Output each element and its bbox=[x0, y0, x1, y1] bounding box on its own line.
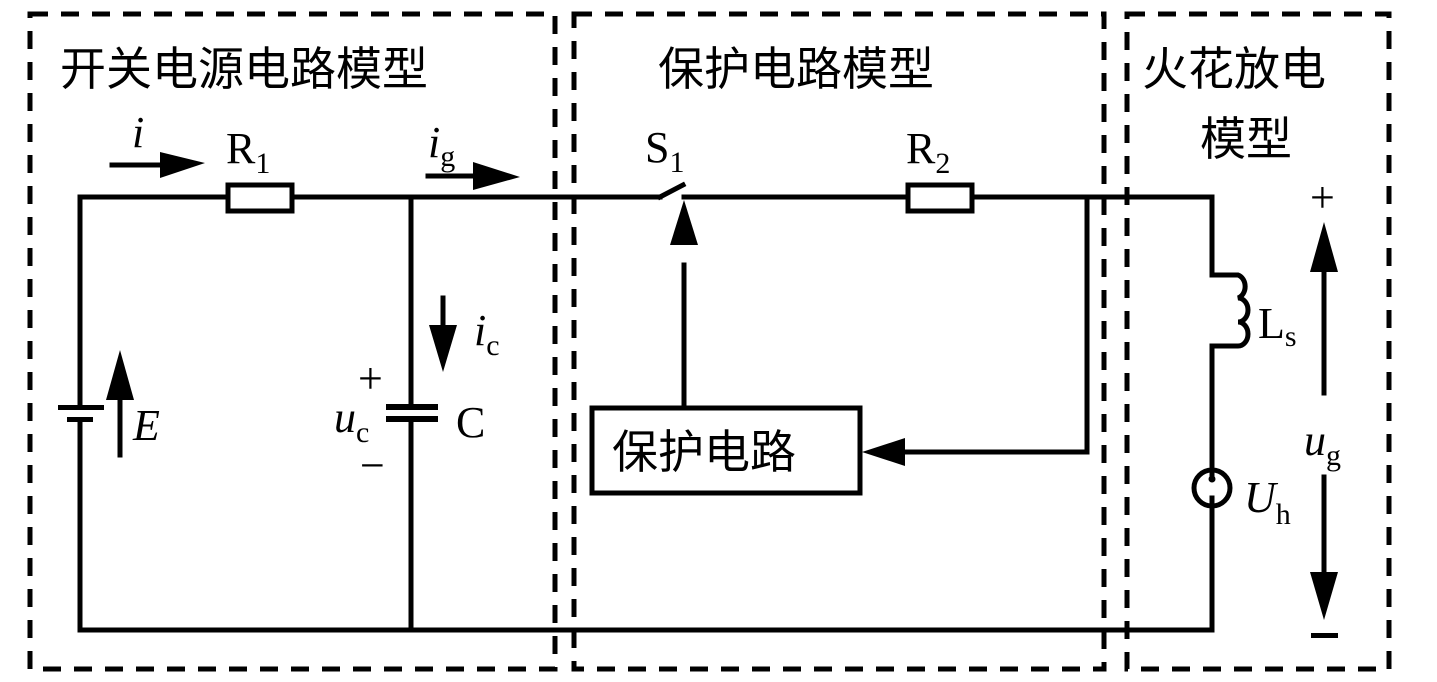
ug-plus-sign: + bbox=[1310, 173, 1335, 222]
switch-S1 bbox=[656, 181, 687, 201]
feedback-arrow-icon bbox=[862, 438, 905, 466]
label-uc: uc bbox=[334, 393, 369, 449]
ug-down-arrow-icon bbox=[1310, 474, 1338, 620]
switch-control-arrow-icon bbox=[670, 200, 698, 245]
battery-source bbox=[56, 401, 104, 423]
wires bbox=[77, 194, 1215, 633]
section-title-protection: 保护电路模型 bbox=[658, 42, 934, 96]
label-ic: ic bbox=[474, 306, 500, 362]
label-S1: S1 bbox=[645, 123, 684, 179]
current-i-arrow-icon bbox=[109, 152, 205, 178]
current-ic-arrow-icon bbox=[429, 295, 457, 372]
voltage-source-Uh bbox=[1191, 467, 1233, 509]
label-ig: ig bbox=[428, 118, 455, 173]
protection-circuit-label: 保护电路 bbox=[612, 425, 796, 479]
current-ig-arrow-icon bbox=[425, 162, 520, 190]
label-C: C bbox=[456, 398, 485, 447]
section-spark-discharge-box bbox=[1124, 11, 1392, 672]
ug-minus-sign bbox=[1311, 633, 1338, 638]
emf-arrow-icon bbox=[106, 350, 134, 458]
protection-circuit-block bbox=[589, 405, 863, 496]
resistor-R1 bbox=[225, 182, 295, 214]
label-R2: R2 bbox=[906, 124, 950, 180]
section-title-spark-line2: 模型 bbox=[1200, 112, 1292, 166]
label-E: E bbox=[132, 401, 160, 450]
label-ug: ug bbox=[1304, 416, 1341, 472]
ug-up-arrow-icon bbox=[1310, 222, 1338, 396]
section-switching-power-box bbox=[27, 11, 558, 672]
section-title-spark-line1: 火花放电 bbox=[1142, 42, 1326, 96]
label-Ls: Ls bbox=[1258, 299, 1297, 353]
uc-plus-sign: + bbox=[358, 354, 383, 403]
label-i: i bbox=[132, 108, 144, 157]
capacitor-C bbox=[386, 404, 438, 422]
label-Uh: Uh bbox=[1244, 473, 1291, 531]
resistor-R2 bbox=[905, 182, 975, 214]
uc-minus-sign: − bbox=[360, 441, 385, 490]
section-protection-box bbox=[571, 11, 1107, 672]
label-R1: R1 bbox=[226, 124, 270, 180]
section-title-switching-power: 开关电源电路模型 bbox=[60, 42, 428, 96]
inductor-Ls bbox=[1209, 272, 1251, 349]
